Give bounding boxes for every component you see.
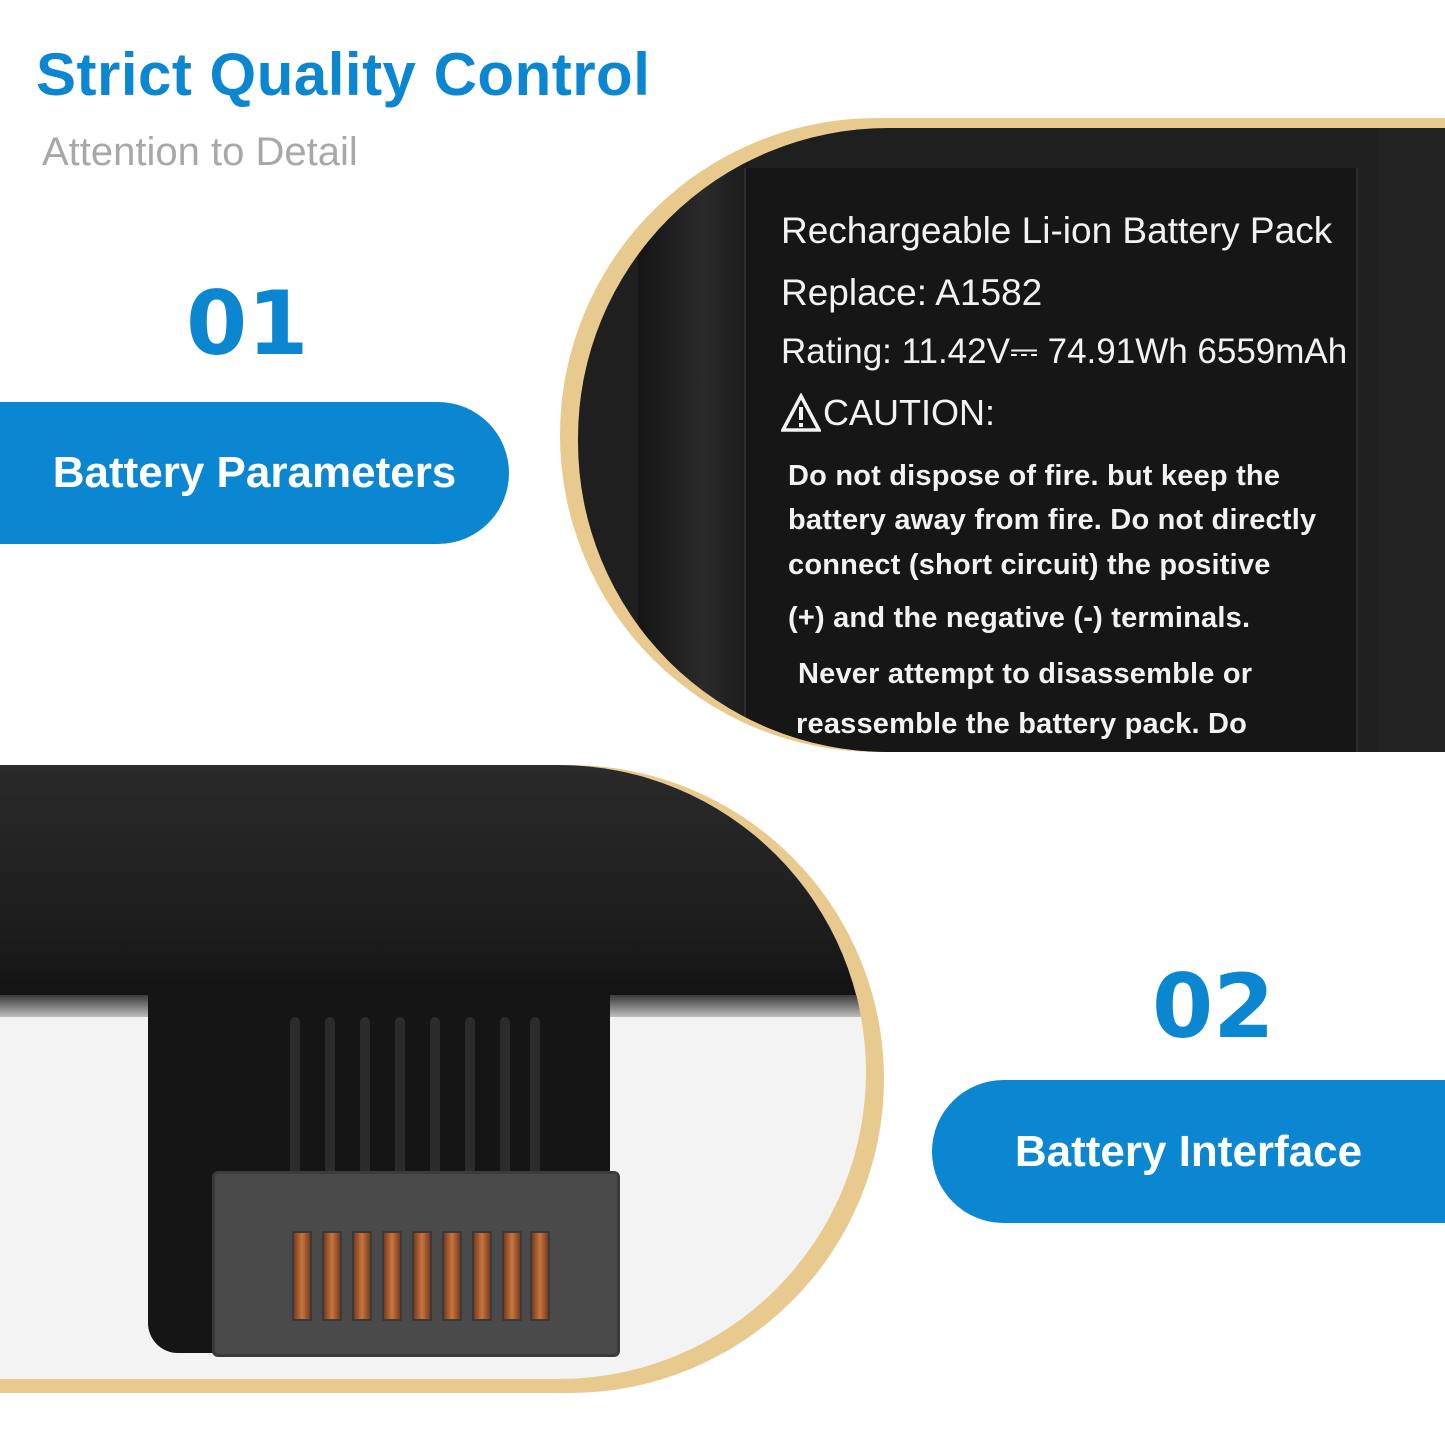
cable-wire [430, 1017, 440, 1177]
connector-photo-surface [0, 765, 866, 1379]
page-title: Strict Quality Control [36, 41, 651, 108]
battery-label-caution: CAUTION: [823, 392, 996, 433]
cable-wire [465, 1017, 475, 1177]
connector-pin [412, 1231, 432, 1321]
caution-text-line: connect (short circuit) the positive [788, 549, 1271, 581]
connector-pin [292, 1231, 312, 1321]
cable-wire [325, 1017, 335, 1177]
caution-text-line: battery away from fire. Do not directly [788, 504, 1317, 536]
battery-connector-photo [0, 765, 884, 1393]
battery-body [0, 765, 866, 1010]
cable-wire [360, 1017, 370, 1177]
section-number-01: 01 [186, 272, 309, 375]
caution-text-line: reassemble the battery pack. Do [796, 708, 1248, 740]
page-subtitle: Attention to Detail [42, 130, 358, 174]
battery-label-replace: Replace: A1582 [781, 272, 1043, 313]
connector-pin [382, 1231, 402, 1321]
connector-pin [530, 1231, 550, 1321]
battery-edge [638, 128, 748, 752]
warning-icon [781, 393, 821, 432]
cable-wire [290, 1017, 300, 1177]
battery-sticker [744, 168, 1358, 752]
connector-pin [472, 1231, 492, 1321]
connector-pin [442, 1231, 462, 1321]
battery-label-rating: Rating: 11.42V⎓ 74.91Wh 6559mAh [781, 332, 1348, 371]
caution-text-line: (+) and the negative (-) terminals. [788, 602, 1251, 634]
connector-pin [352, 1231, 372, 1321]
battery-label-photo: Rechargeable Li-ion Battery Pack Replace… [560, 118, 1445, 752]
connector-pin [322, 1231, 342, 1321]
cable-wire [500, 1017, 510, 1177]
battery-label-surface: Rechargeable Li-ion Battery Pack Replace… [578, 128, 1445, 752]
battery-label-title: Rechargeable Li-ion Battery Pack [781, 210, 1333, 251]
cable-wire [530, 1017, 540, 1177]
battery-interface-pill: Battery Interface [932, 1080, 1445, 1223]
section-number-02: 02 [1152, 955, 1275, 1058]
cable-wire [395, 1017, 405, 1177]
battery-parameters-pill: Battery Parameters [0, 402, 509, 544]
connector-pin [502, 1231, 522, 1321]
battery-label-caution-row: CAUTION: [781, 392, 995, 434]
caution-text-line: Never attempt to disassemble or [798, 658, 1253, 690]
caution-text-line: Do not dispose of fire. but keep the [788, 460, 1281, 492]
battery-right-strip [1378, 128, 1445, 752]
